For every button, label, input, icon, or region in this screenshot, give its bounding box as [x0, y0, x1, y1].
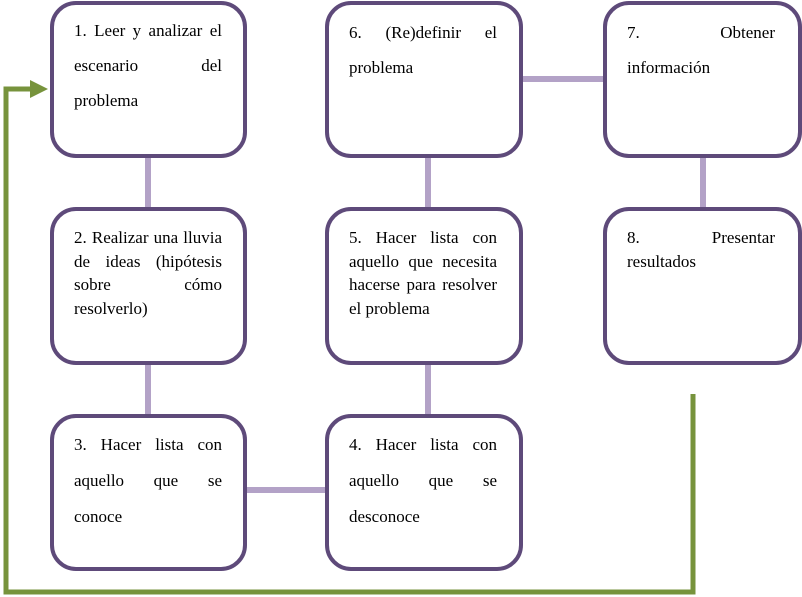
step-box-8: 8. Presentar resultados — [603, 207, 802, 365]
step-box-7: 7. Obtener información — [603, 1, 802, 158]
step-box-2: 2. Realizar una lluvia de ideas (hipótes… — [50, 207, 247, 365]
step-text-8: 8. Presentar resultados — [627, 228, 775, 271]
step-text-4: 4. Hacer lista con aquello que se descon… — [349, 435, 497, 526]
step-text-7: 7. Obtener información — [627, 23, 775, 77]
step-box-1: 1. Leer y analizar el escenario del prob… — [50, 1, 247, 158]
step-text-2: 2. Realizar una lluvia de ideas (hipótes… — [74, 228, 222, 318]
step-box-6: 6. (Re)definir el problema — [325, 1, 523, 158]
step-text-1: 1. Leer y analizar el escenario del prob… — [74, 21, 222, 110]
step-box-3: 3. Hacer lista con aquello que se conoce — [50, 414, 247, 571]
step-text-5: 5. Hacer lista con aquello que necesita … — [349, 228, 497, 318]
step-box-5: 5. Hacer lista con aquello que necesita … — [325, 207, 523, 365]
step-box-4: 4. Hacer lista con aquello que se descon… — [325, 414, 523, 571]
step-text-3: 3. Hacer lista con aquello que se conoce — [74, 435, 222, 526]
feedback-loop-line — [3, 86, 696, 595]
feedback-arrowhead-icon — [30, 80, 48, 98]
step-text-6: 6. (Re)definir el problema — [349, 23, 497, 77]
